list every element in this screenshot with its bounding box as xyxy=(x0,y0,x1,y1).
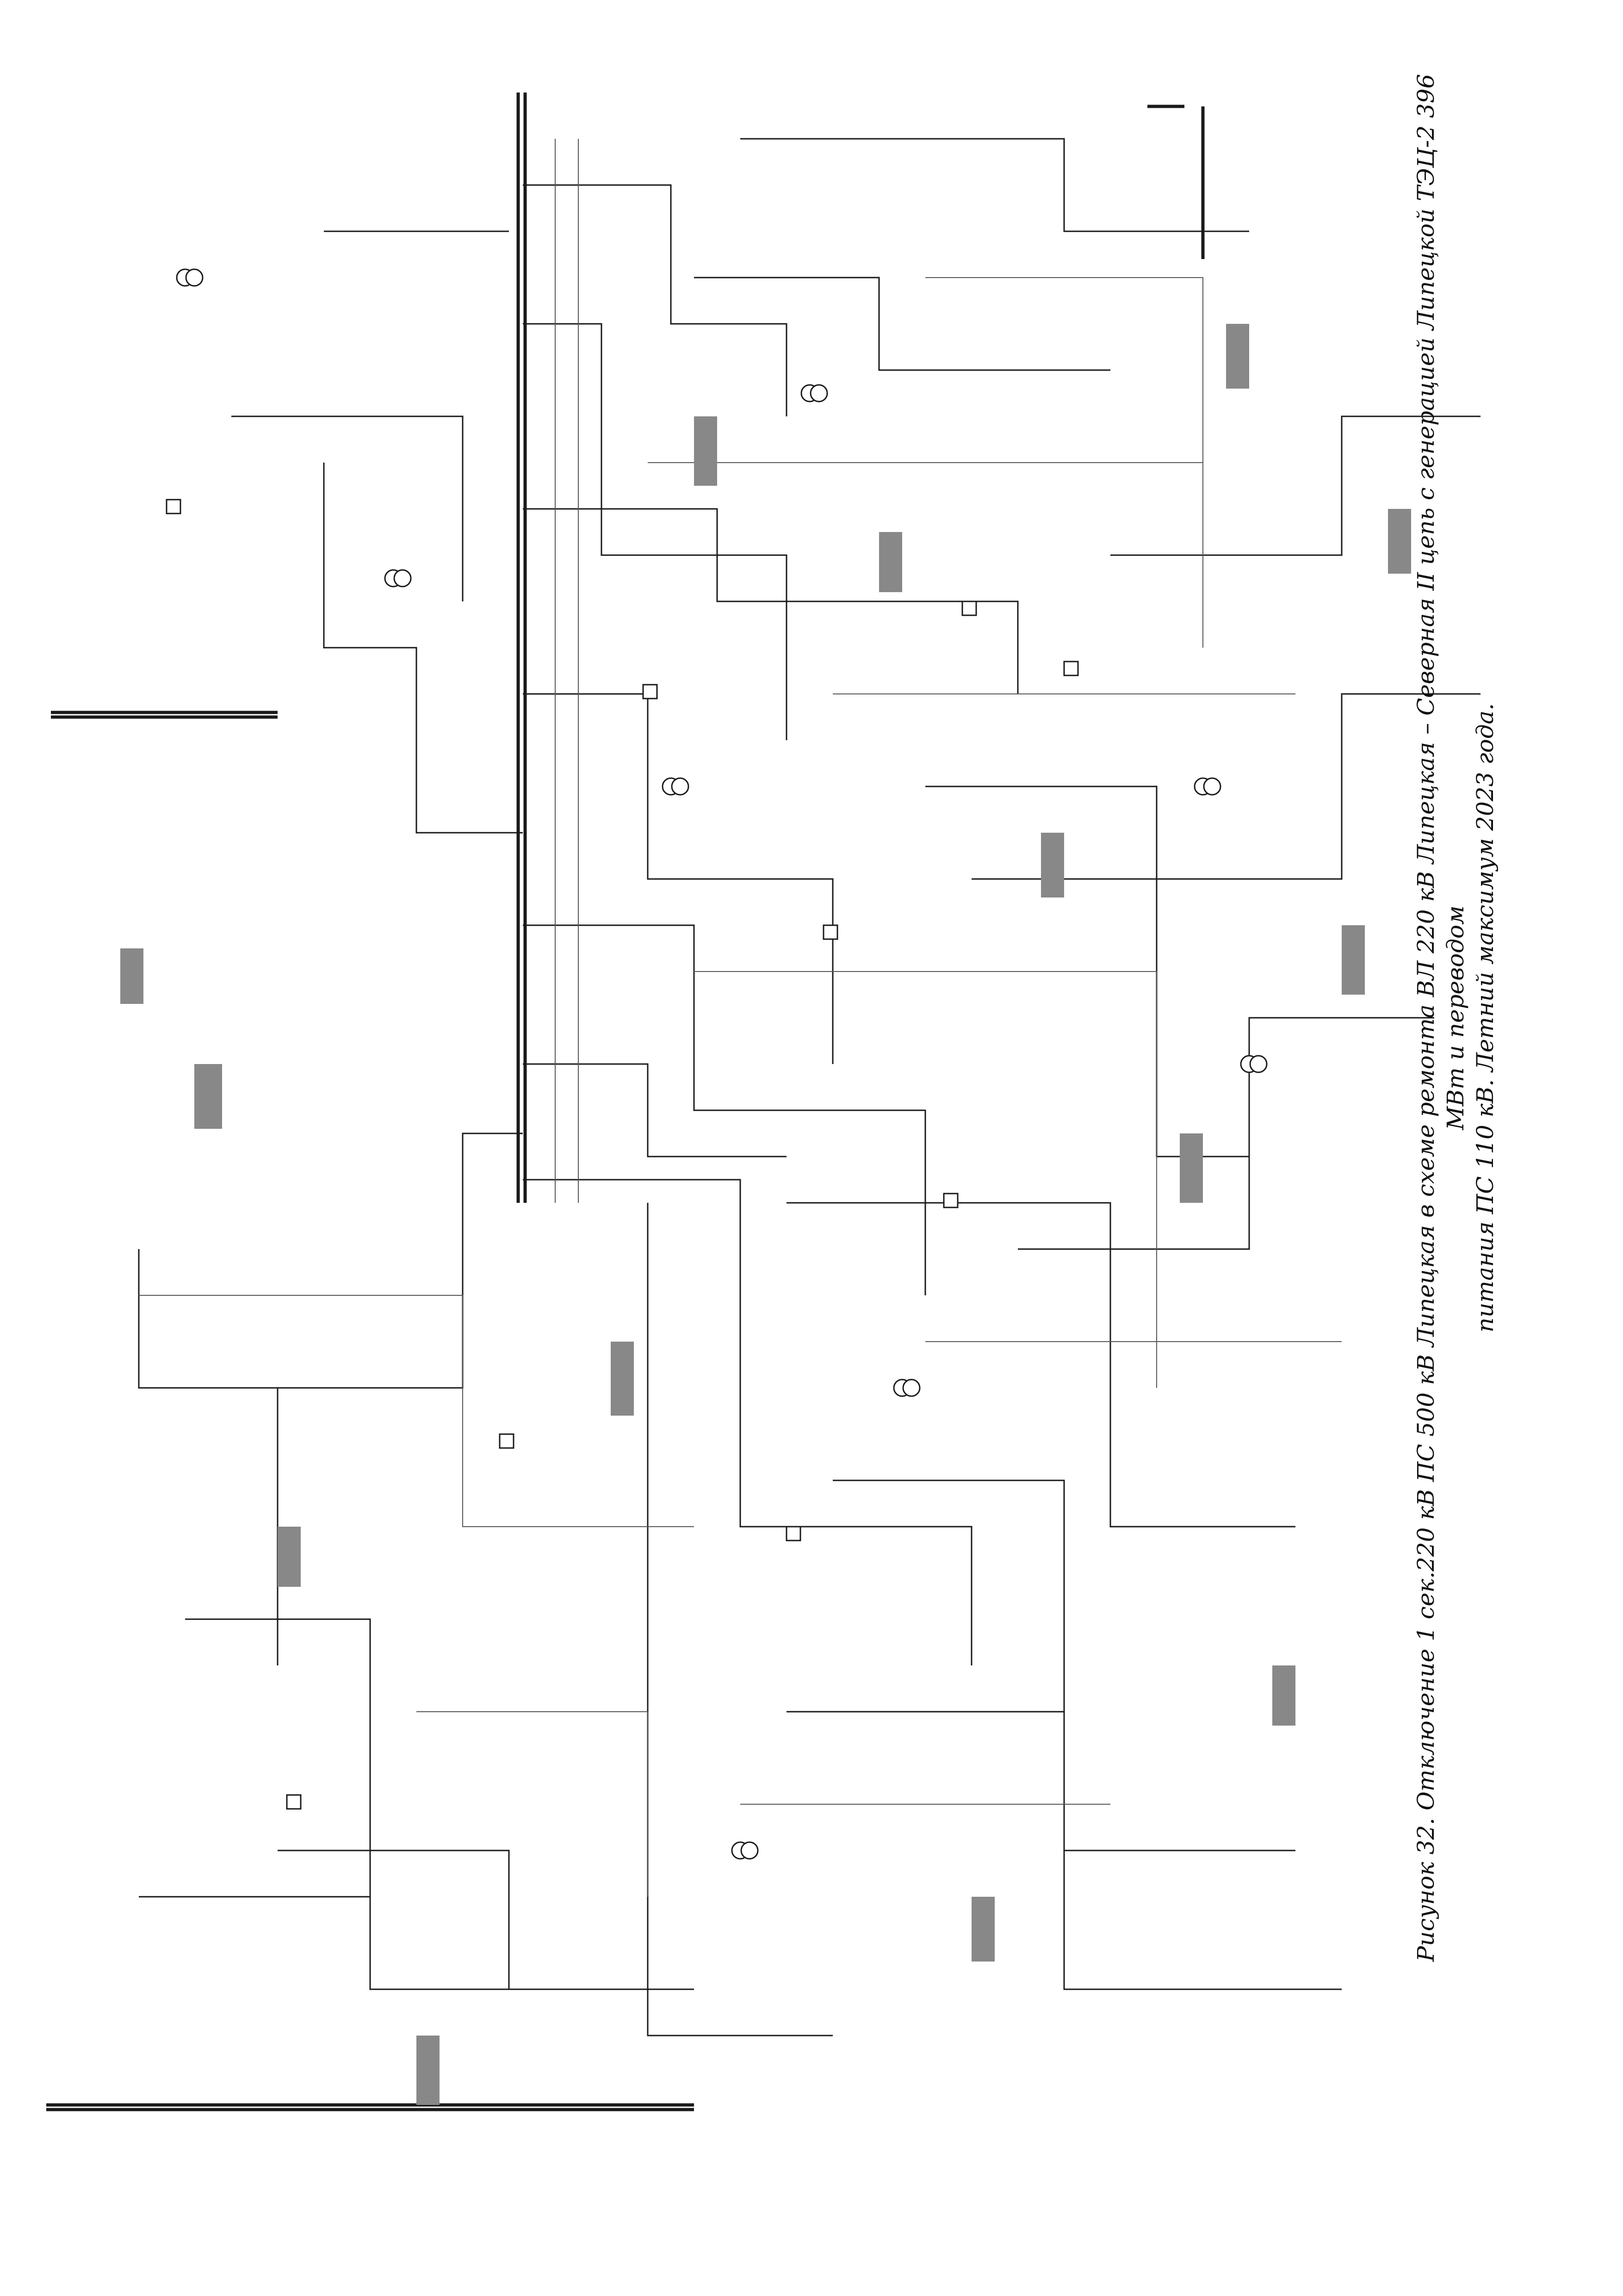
switches xyxy=(166,499,1079,1810)
transformers xyxy=(176,268,1268,1860)
label-placeholders xyxy=(120,324,1411,2105)
caption-line-2: питания ПС 110 кВ. Летний максимум 2023 … xyxy=(1472,703,1499,1333)
caption-line-1: Рисунок 32. Отключение 1 сек.220 кВ ПС 5… xyxy=(1412,74,1469,1962)
main-bus-lines xyxy=(46,93,1205,2111)
connection-wires xyxy=(138,138,1481,2036)
figure-caption: Рисунок 32. Отключение 1 сек.220 кВ ПС 5… xyxy=(1411,46,1500,1989)
thin-wires xyxy=(139,139,1342,1897)
